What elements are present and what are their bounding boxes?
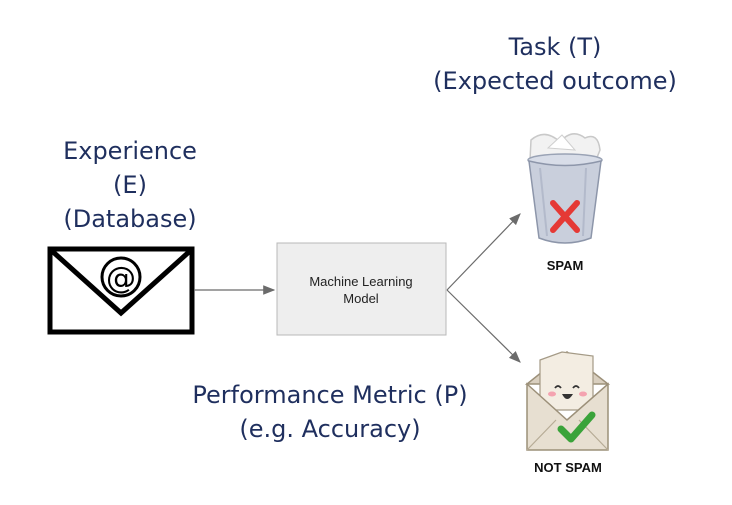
experience-subtitle: (Database)	[63, 205, 197, 233]
not-spam-arrow	[446, 289, 521, 363]
experience-heading: Experience (E) (Database)	[40, 134, 220, 236]
experience-title: Experience	[63, 137, 197, 165]
experience-letter: (E)	[113, 171, 147, 199]
spam-arrow	[446, 213, 521, 291]
not-spam-label: NOT SPAM	[534, 460, 602, 475]
task-subtitle: (Expected outcome)	[433, 67, 677, 95]
email-at-icon: @	[47, 246, 195, 335]
svg-text:@: @	[106, 261, 136, 296]
trash-can-icon	[527, 133, 603, 244]
spam-label: SPAM	[547, 258, 584, 273]
red-x-icon	[550, 200, 580, 233]
model-box: Machine Learning Model	[276, 242, 447, 336]
task-heading: Task (T) (Expected outcome)	[400, 30, 710, 98]
performance-title: Performance Metric (P)	[192, 381, 468, 409]
model-label-line1: Machine Learning	[309, 274, 412, 289]
performance-heading: Performance Metric (P) (e.g. Accuracy)	[150, 378, 510, 446]
green-check-icon	[557, 411, 596, 443]
performance-subtitle: (e.g. Accuracy)	[239, 415, 421, 443]
task-title: Task (T)	[508, 33, 602, 61]
model-label-line2: Model	[343, 291, 379, 306]
happy-envelope-icon	[524, 351, 611, 451]
